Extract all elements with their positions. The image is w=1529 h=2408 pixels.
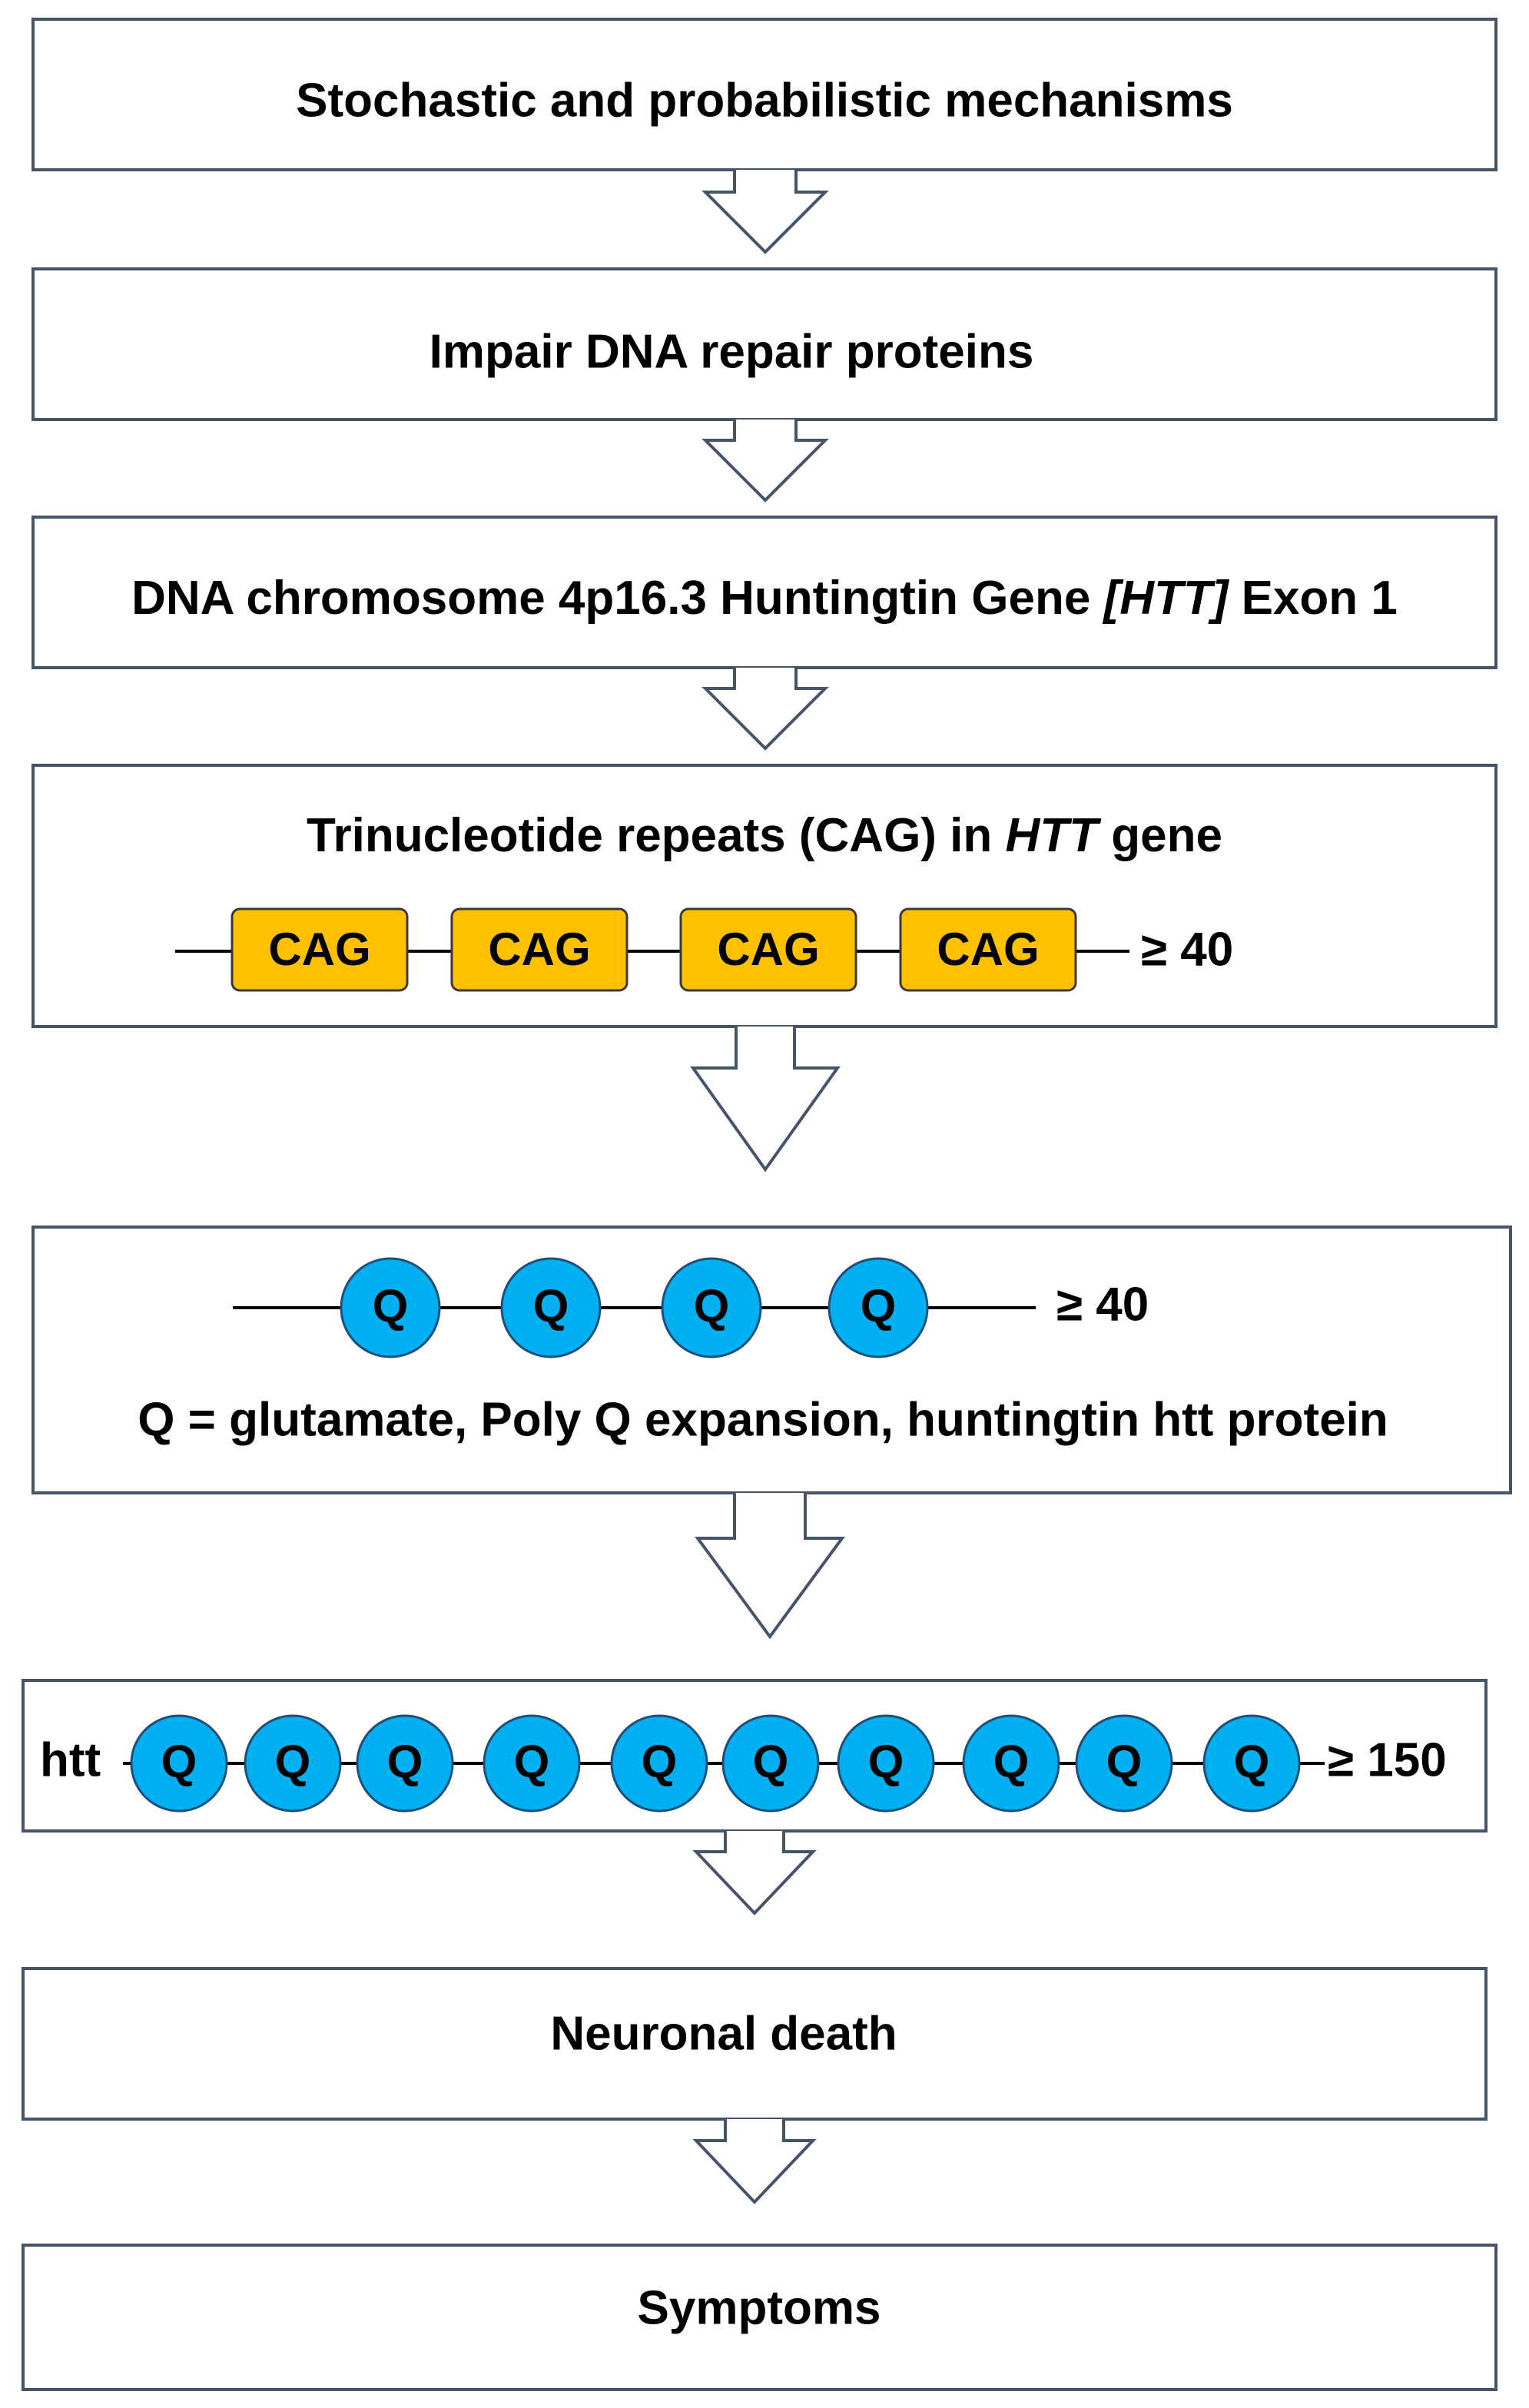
glutamine-label: Q: [753, 1736, 789, 1787]
cag-box: [679, 907, 857, 992]
cag-label: CAG: [488, 924, 590, 975]
glutamine-node: [244, 1714, 342, 1813]
polyq-caption: Q = glutamate, Poly Q expansion, hunting…: [138, 1393, 1388, 1446]
cag-box: [899, 907, 1077, 992]
glutamine-label: Q: [387, 1736, 423, 1787]
box-neuronal-death: [22, 1967, 1488, 2121]
glutamine-node: [340, 1257, 441, 1358]
cag-label: CAG: [268, 924, 370, 975]
glutamine-label: Q: [275, 1736, 311, 1787]
cag-box: [231, 907, 409, 992]
glutamine-node: [356, 1714, 454, 1813]
glutamine-node: [1202, 1714, 1301, 1813]
cag-count: ≥ 40: [1141, 923, 1233, 976]
trinucleotide-text: Trinucleotide repeats (CAG) in HTT gene: [307, 809, 1222, 862]
box-polyq: [32, 1226, 1512, 1494]
glutamine-label: Q: [861, 1280, 897, 1332]
glutamine-node: [828, 1257, 929, 1358]
arrow-down-icon: [692, 2119, 817, 2204]
glutamine-node: [1075, 1714, 1173, 1813]
cag-box: [450, 907, 629, 992]
glutamine-label: Q: [868, 1736, 904, 1787]
glutamine-label: Q: [533, 1280, 569, 1332]
cag-label: CAG: [937, 924, 1039, 975]
glutamine-node: [837, 1714, 935, 1813]
trinucleotide-text-suffix: gene: [1098, 809, 1222, 862]
glutamine-node: [962, 1714, 1060, 1813]
trinucleotide-text-prefix: Trinucleotide repeats (CAG) in: [307, 809, 1005, 862]
arrow-down-icon: [701, 420, 829, 502]
glutamine-node: [130, 1714, 228, 1813]
arrow-down-icon: [695, 1493, 845, 1640]
htt-label: htt: [40, 1733, 101, 1786]
htt-count: ≥ 150: [1328, 1733, 1447, 1786]
glutamine-node: [721, 1714, 820, 1813]
arrow-down-icon: [701, 170, 829, 254]
polyq-count: ≥ 40: [1056, 1278, 1149, 1331]
glutamine-label: Q: [1106, 1736, 1143, 1787]
dna-text-suffix: Exon 1: [1228, 572, 1398, 625]
box-symptoms: [22, 2244, 1497, 2391]
arrow-down-icon: [701, 668, 829, 751]
symptoms-text: Symptoms: [638, 2281, 881, 2334]
arrow-down-icon: [692, 1831, 817, 1915]
box-stochastic: [32, 18, 1497, 171]
cag-repeat-chain: CAG CAG CAG CAG: [175, 907, 1129, 992]
glutamine-label: Q: [993, 1736, 1030, 1787]
trinucleotide-text-italic: HTT: [1006, 809, 1103, 862]
glutamine-node: [610, 1714, 708, 1813]
glutamine-label: Q: [1234, 1736, 1270, 1787]
stochastic-text: Stochastic and probabilistic mechanisms: [296, 74, 1233, 127]
box-impair: [32, 267, 1497, 421]
glutamine-label: Q: [514, 1736, 550, 1787]
glutamine-node: [483, 1714, 581, 1813]
glutamine-node: [661, 1257, 762, 1358]
glutamine-label: Q: [642, 1736, 678, 1787]
arrow-down-icon: [690, 1027, 841, 1172]
dna-text-prefix: DNA chromosome 4p16.3 Huntingtin Gene: [131, 572, 1103, 625]
cag-label: CAG: [717, 924, 819, 975]
dna-text: DNA chromosome 4p16.3 Huntingtin Gene [H…: [131, 572, 1398, 625]
glutamine-label: Q: [373, 1280, 409, 1332]
box-dna: [32, 516, 1497, 669]
dna-text-italic: [HTT]: [1103, 572, 1230, 625]
neuronal-death-text: Neuronal death: [550, 2007, 897, 2060]
glutamine-label: Q: [161, 1736, 197, 1787]
impair-text: Impair DNA repair proteins: [430, 325, 1034, 378]
glutamine-node: [500, 1257, 602, 1358]
glutamine-label: Q: [694, 1280, 730, 1332]
